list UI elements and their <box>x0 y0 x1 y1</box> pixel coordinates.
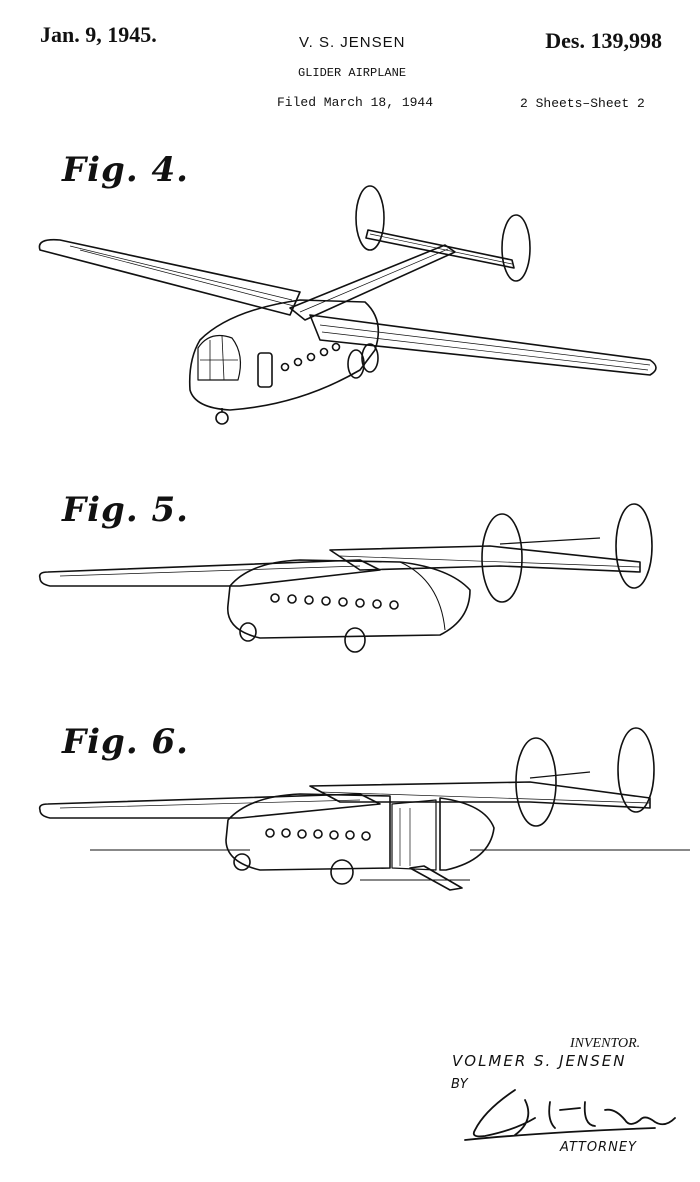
header-date: Jan. 9, 1945. <box>40 22 157 47</box>
inventor-label: INVENTOR. <box>570 1036 641 1051</box>
attorney-label: ATTORNEY <box>560 1140 637 1155</box>
header-sheet: 2 Sheets–Sheet 2 <box>520 96 645 111</box>
by-label: BY <box>451 1077 468 1092</box>
header-patent-number: Des. 139,998 <box>545 28 662 53</box>
figure-4-drawing <box>38 185 657 425</box>
header-inventor: V. S. JENSEN <box>299 34 406 51</box>
attorney-signature <box>464 1089 676 1141</box>
figure-6-label: Fig. 6. <box>62 722 189 762</box>
inventor-name: VOLMER S. JENSEN <box>452 1052 627 1070</box>
figure-5-drawing <box>38 503 653 653</box>
figure-4-label: Fig. 4. <box>62 150 189 190</box>
header-filed-date: Filed March 18, 1944 <box>277 95 434 110</box>
header-title: GLIDER AIRPLANE <box>298 66 407 80</box>
figure-5-label: Fig. 5. <box>62 490 189 530</box>
figure-6-drawing <box>38 727 690 891</box>
